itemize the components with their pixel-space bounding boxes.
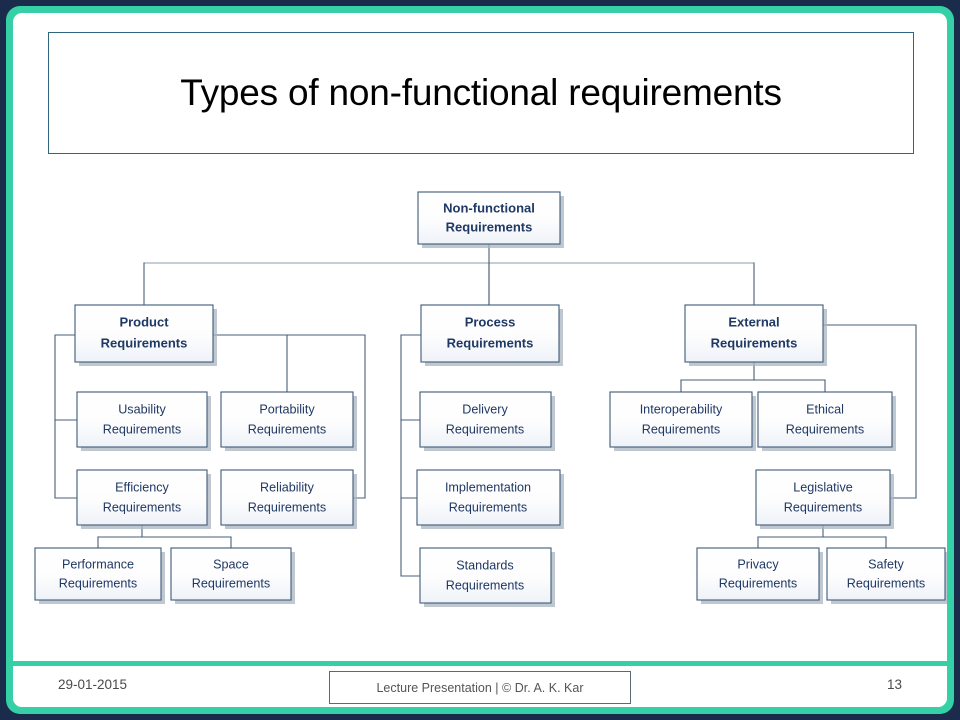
node-label-line1: Portability — [259, 402, 315, 416]
node-label-line2: Requirements — [784, 500, 862, 514]
node-label-line1: Performance — [62, 557, 134, 571]
node-label-line1: External — [728, 314, 779, 329]
node-label-line1: Space — [213, 557, 249, 571]
node-label-line2: Requirements — [711, 335, 798, 350]
node-product[interactable]: Product Requirements — [74, 304, 217, 366]
node-label-line1: Implementation — [445, 480, 531, 494]
node-label-line2: Requirements — [447, 335, 534, 350]
node-label-line1: Reliability — [260, 480, 315, 494]
node-label-line2: Requirements — [786, 422, 864, 436]
node-label-line2: Requirements — [248, 500, 326, 514]
node-label-line2: Requirements — [642, 422, 720, 436]
node-label-line2: Requirements — [248, 422, 326, 436]
footer-date: 29-01-2015 — [58, 677, 128, 692]
node-label-line2: Requirements — [192, 576, 270, 590]
node-label-line1: Interoperability — [640, 402, 723, 416]
connectors — [54, 243, 917, 577]
node-portability[interactable]: Portability Requirements — [220, 391, 357, 451]
node-usability[interactable]: Usability Requirements — [76, 391, 211, 451]
title-box: Types of non-functional requirements — [48, 32, 914, 154]
node-ethical[interactable]: Ethical Requirements — [757, 391, 896, 451]
node-performance[interactable]: Performance Requirements — [34, 547, 165, 604]
slide-footer: 29-01-2015 Lecture Presentation | © Dr. … — [13, 666, 947, 707]
node-label-line1: Usability — [118, 402, 166, 416]
node-label-line1: Standards — [456, 558, 513, 572]
node-label-line2: Requirements — [59, 576, 137, 590]
connector-process-spine — [400, 334, 422, 577]
node-label-line1: Privacy — [737, 557, 779, 571]
node-label-line2: Requirements — [103, 500, 181, 514]
node-label-line1: Safety — [868, 557, 904, 571]
footer-credit-label: Lecture Presentation | © Dr. A. K. Kar — [376, 680, 584, 695]
page-title: Types of non-functional requirements — [180, 72, 782, 113]
node-process[interactable]: Process Requirements — [420, 304, 563, 366]
connector-external-to-legislative — [822, 324, 917, 499]
node-label-line1: Non-functional — [443, 200, 535, 215]
connector-product-spine — [54, 334, 78, 499]
node-label-line2: Requirements — [446, 219, 533, 234]
node-label-line2: Requirements — [847, 576, 925, 590]
node-label-line1: Efficiency — [115, 480, 169, 494]
node-label-line1: Delivery — [462, 402, 508, 416]
node-implementation[interactable]: Implementation Requirements — [416, 469, 564, 529]
node-legislative[interactable]: Legislative Requirements — [755, 469, 894, 529]
node-delivery[interactable]: Delivery Requirements — [419, 391, 555, 451]
node-privacy[interactable]: Privacy Requirements — [696, 547, 823, 604]
node-label-line1: Process — [465, 314, 516, 329]
diagram-svg: Non-functional Requirements Product Requ… — [34, 191, 947, 607]
node-non-functional[interactable]: Non-functional Requirements — [417, 191, 564, 248]
node-label-line1: Ethical — [806, 402, 844, 416]
node-reliability[interactable]: Reliability Requirements — [220, 469, 357, 529]
connector-product-right-rail — [212, 334, 366, 499]
node-standards[interactable]: Standards Requirements — [419, 547, 555, 607]
node-space[interactable]: Space Requirements — [170, 547, 295, 604]
slide-number: 13 — [886, 677, 902, 692]
hierarchy-diagram: Non-functional Requirements Product Requ… — [13, 165, 947, 625]
node-interoperability[interactable]: Interoperability Requirements — [609, 391, 756, 451]
node-efficiency[interactable]: Efficiency Requirements — [76, 469, 211, 529]
node-safety[interactable]: Safety Requirements — [826, 547, 947, 604]
node-label-line1: Legislative — [793, 480, 853, 494]
node-label-line2: Requirements — [719, 576, 797, 590]
node-label-line2: Requirements — [449, 500, 527, 514]
node-label-line2: Requirements — [103, 422, 181, 436]
node-external[interactable]: External Requirements — [684, 304, 827, 366]
node-label-line2: Requirements — [446, 422, 524, 436]
node-label-line2: Requirements — [101, 335, 188, 350]
footer-divider — [13, 661, 947, 666]
node-label-line1: Product — [119, 314, 169, 329]
footer-credit-box: Lecture Presentation | © Dr. A. K. Kar — [329, 671, 631, 704]
slide-canvas: Types of non-functional requirements — [13, 13, 947, 707]
node-label-line2: Requirements — [446, 578, 524, 592]
